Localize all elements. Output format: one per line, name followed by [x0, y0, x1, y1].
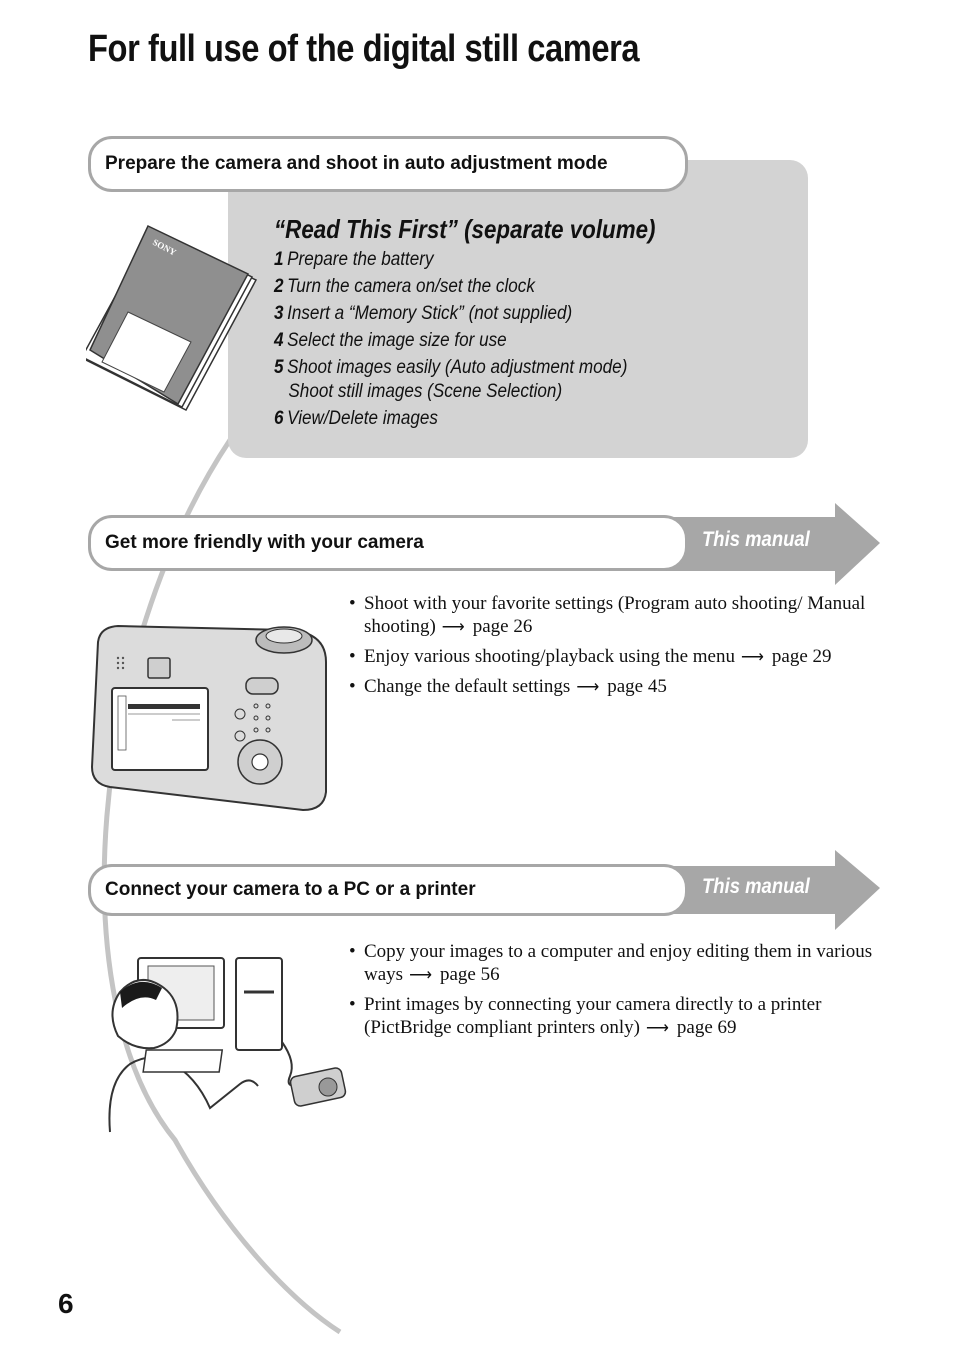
- read-this-first-panel: [228, 160, 808, 458]
- list-item: Enjoy various shooting/playback using th…: [349, 645, 889, 669]
- section-label-text: Connect your camera to a PC or a printer: [105, 879, 476, 900]
- list-item: Copy your images to a computer and enjoy…: [349, 940, 889, 987]
- list-item: Print images by connecting your camera d…: [349, 993, 889, 1040]
- friendly-bullet-list: Shoot with your favorite settings (Progr…: [349, 592, 889, 705]
- pc-printer-illustration: [108, 957, 347, 1133]
- arrow-right-icon: ⟶: [645, 1020, 669, 1037]
- page-reference-link[interactable]: page 26: [472, 616, 533, 637]
- connector-curve: [101, 438, 342, 1335]
- booklet-illustration: SONY: [86, 224, 258, 411]
- page-number: 6: [58, 1288, 74, 1319]
- arrow-right-icon: ⟶: [409, 967, 432, 984]
- section-label-prepare: Prepare the camera and shoot in auto adj…: [88, 136, 688, 192]
- page-reference-link[interactable]: page 45: [607, 676, 667, 697]
- page-reference-link[interactable]: page 56: [440, 964, 500, 985]
- page-reference-link[interactable]: page 69: [676, 1017, 737, 1038]
- list-item: Change the default settings⟶page 45: [349, 675, 889, 699]
- section-label-text: Prepare the camera and shoot in auto adj…: [105, 153, 608, 174]
- page-title: For full use of the digital still camera: [88, 28, 640, 70]
- connect-bullet-list: Copy your images to a computer and enjoy…: [349, 940, 889, 1046]
- this-manual-label: This manual: [702, 875, 810, 898]
- list-item: Shoot with your favorite settings (Progr…: [349, 592, 889, 639]
- arrow-right-icon: ⟶: [740, 649, 764, 666]
- section-label-friendly: Get more friendly with your camera: [88, 515, 688, 571]
- camera-illustration: [90, 624, 327, 812]
- this-manual-label: This manual: [702, 528, 810, 551]
- arrow-this-manual-1: [640, 503, 880, 585]
- arrow-right-icon: ⟶: [441, 619, 465, 636]
- page-reference-link[interactable]: page 29: [771, 646, 832, 667]
- section-label-text: Get more friendly with your camera: [105, 532, 424, 553]
- section-label-connect: Connect your camera to a PC or a printer: [88, 864, 688, 916]
- arrow-right-icon: ⟶: [576, 679, 600, 696]
- read-this-first-heading: “Read This First” (separate volume): [274, 214, 656, 244]
- arrow-this-manual-2: [640, 850, 880, 930]
